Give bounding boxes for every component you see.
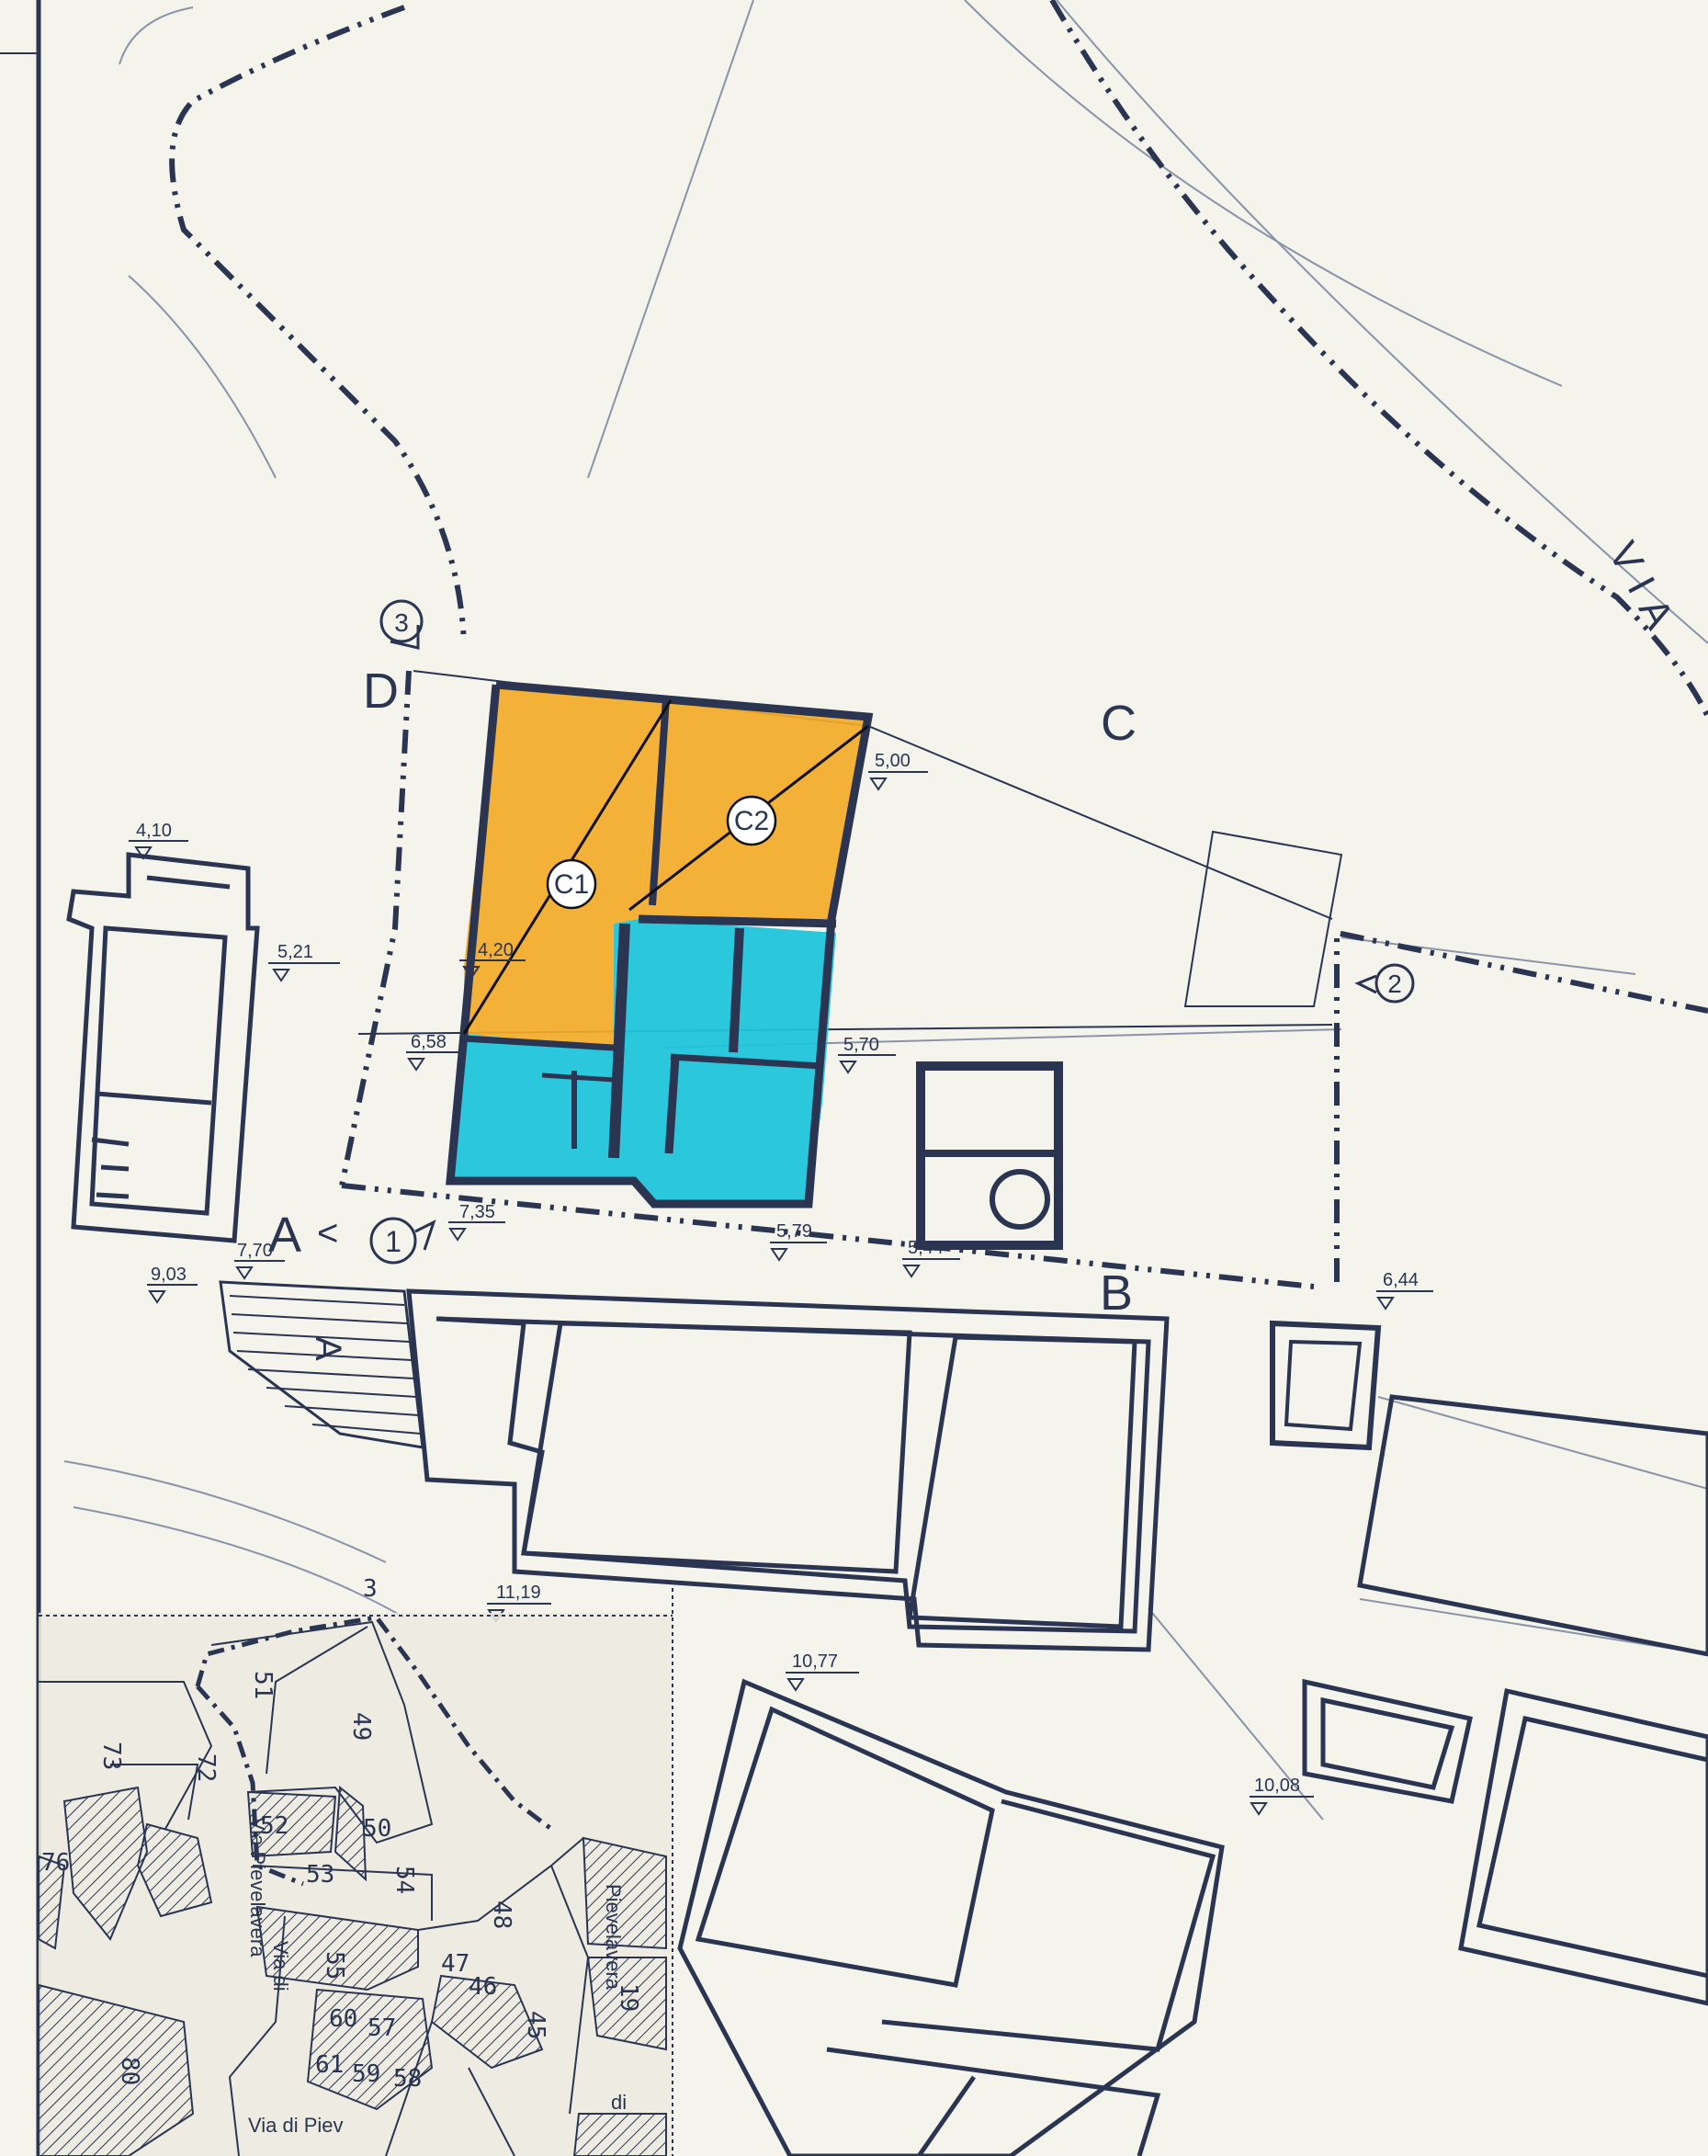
parcel-76: 76 — [41, 1849, 70, 1877]
section-marker-1-text: 1 — [385, 1225, 402, 1258]
unit-walls — [446, 680, 874, 1208]
svg-text:6,58: 6,58 — [411, 1032, 447, 1052]
svg-text:4,10: 4,10 — [136, 821, 172, 841]
parcel-46: 46 — [469, 1973, 497, 2001]
elevation-4-20: 4,20 — [459, 940, 526, 961]
parcel-57: 57 — [368, 2014, 396, 2042]
elevation-9-03: 9,03 — [147, 1265, 198, 1286]
inset-boundary-west — [196, 1685, 304, 1887]
elevation-5-44: 5,44 — [902, 1238, 960, 1260]
parcel-19: 19 — [615, 1983, 642, 2012]
elevation-6-58: 6,58 — [406, 1032, 459, 1053]
street-via-di-piev: Via di Piev — [248, 2114, 344, 2137]
parcel-54: 54 — [390, 1866, 418, 1894]
section-letter-c: C — [1101, 696, 1137, 751]
unit-label-c2-text: C2 — [734, 806, 769, 836]
svg-text:5,00: 5,00 — [875, 751, 911, 771]
left-building — [66, 852, 260, 1243]
section-letter-b: B — [1100, 1265, 1133, 1321]
parcel-60: 60 — [329, 2005, 357, 2033]
street-pievelavera: Pievelavera — [602, 1884, 625, 1991]
section-marker-3-text: 3 — [394, 608, 409, 637]
parcel-59: 59 — [352, 2060, 380, 2088]
svg-text:4,20: 4,20 — [478, 940, 514, 960]
property-boundary — [169, 0, 1708, 1289]
svg-text:5,21: 5,21 — [277, 942, 313, 962]
inset-built-parcels — [38, 1786, 667, 2156]
street-di: di — [611, 2091, 627, 2114]
section-letter-a: A — [268, 1208, 301, 1263]
parcel-73: 73 — [97, 1742, 125, 1770]
section-letter-d: D — [363, 664, 399, 719]
elevation-5-21: 5,21 — [268, 942, 340, 964]
section-marker-3: 3 — [379, 599, 424, 650]
parcel-61: 61 — [315, 2051, 344, 2079]
parcel-49: 49 — [347, 1712, 375, 1741]
parcel-45: 45 — [522, 2011, 549, 2039]
parcel-72: 72 — [192, 1753, 220, 1782]
lower-right-buildings — [677, 1678, 1708, 2156]
svg-text:7,70: 7,70 — [237, 1241, 273, 1261]
svg-text:10,08: 10,08 — [1254, 1776, 1300, 1796]
street-via-di: Via di — [269, 1941, 292, 1991]
stair-label: A — [308, 1336, 348, 1361]
parcel-50: 50 — [363, 1815, 391, 1843]
svg-text:6,44: 6,44 — [1383, 1270, 1419, 1290]
svg-text:10,77: 10,77 — [792, 1651, 838, 1672]
elevation-5-00: 5,00 — [868, 751, 928, 773]
svg-text:7,35: 7,35 — [459, 1202, 495, 1222]
section-marker-2: 2 — [1354, 963, 1415, 1004]
cadastral-inset: 3 — [38, 1575, 673, 2156]
parcel-47: 47 — [441, 1950, 469, 1978]
svg-text:5,70: 5,70 — [843, 1035, 879, 1055]
elevation-5-79: 5,79 — [770, 1221, 827, 1243]
elevation-5-70: 5,70 — [838, 1035, 896, 1056]
elevation-10-08: 10,08 — [1250, 1776, 1314, 1798]
parcel-53: 53 — [306, 1861, 334, 1889]
inset-street-names: Via Pievelavera Via di Pievelavera Via d… — [246, 1817, 627, 2137]
section-marker-1: 1 — [369, 1217, 436, 1265]
elevation-11-19: 11,19 — [487, 1583, 551, 1605]
parcel-58: 58 — [393, 2065, 422, 2093]
street-via-pievelavera: Via Pievelavera — [246, 1817, 269, 1957]
unit-label-c1-text: C1 — [554, 869, 589, 900]
svg-text:5,79: 5,79 — [776, 1221, 812, 1242]
terrain-lines — [63, 0, 1708, 1821]
inset-boundary — [195, 1615, 553, 1831]
elevation-10-77: 10,77 — [786, 1651, 859, 1674]
elevation-7-35: 7,35 — [448, 1202, 505, 1223]
lower-building-block — [406, 1288, 1708, 1657]
inset-marker: 3 — [363, 1575, 378, 1603]
svg-text:5,44: 5,44 — [908, 1238, 944, 1258]
parcel-55: 55 — [321, 1951, 348, 1980]
section-arrow-a: < — [317, 1213, 338, 1254]
svg-text:11,19: 11,19 — [496, 1583, 541, 1603]
section-marker-2-text: 2 — [1387, 970, 1402, 998]
exterior-stair — [219, 1280, 424, 1449]
parcel-48: 48 — [488, 1901, 515, 1929]
elevation-4-10: 4,10 — [129, 821, 188, 842]
parcel-52: 52 — [260, 1812, 288, 1840]
parcel-80: 80 — [116, 2057, 143, 2085]
inset-parcel-lines — [39, 1620, 590, 2156]
outbuilding — [916, 1061, 1063, 1250]
elevation-7-70: 7,70 — [234, 1241, 285, 1262]
svg-text:9,03: 9,03 — [151, 1265, 187, 1285]
parcel-51: 51 — [249, 1671, 277, 1699]
inset-parcel-numbers: 73 72 51 49 52 50 53 54 48 55 46 47 45 1… — [41, 1671, 642, 2093]
unit-label-c2: C2 — [726, 795, 777, 846]
unit-label-c1: C1 — [546, 858, 597, 910]
elevation-6-44: 6,44 — [1376, 1270, 1433, 1292]
